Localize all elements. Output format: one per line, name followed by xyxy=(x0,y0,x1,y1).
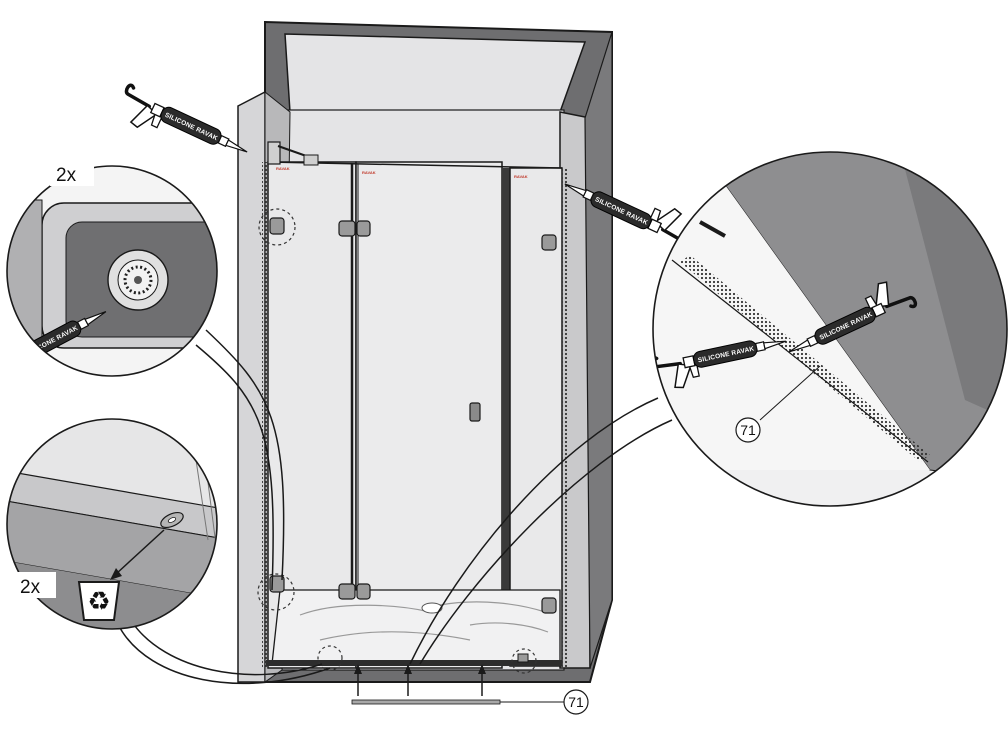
svg-text:♻: ♻ xyxy=(87,586,110,616)
count-label-bottom-left: 2x xyxy=(14,572,56,598)
shower-panels: RAVAK RAVAK RAVAK xyxy=(257,141,567,674)
detail-circle-right: SILICONE RAVAK SILICONE RAVAK xyxy=(652,151,1008,507)
svg-text:71: 71 xyxy=(568,694,584,710)
part-number-callout-bottom: 71 xyxy=(563,689,589,715)
caulking-gun-top-left: SILICONE RAVAK xyxy=(112,82,254,176)
detail-circle-bottom-left: ♻ xyxy=(6,418,218,630)
sealing-profile-71 xyxy=(351,664,564,705)
svg-text:71: 71 xyxy=(740,422,756,438)
part-number-callout-zoom: 71 xyxy=(735,417,761,443)
svg-text:RAVAK: RAVAK xyxy=(276,166,290,171)
recycle-bin-icon: ♻ xyxy=(77,581,121,621)
detail-circle-top-left: SILICONE RAVAK xyxy=(6,165,218,377)
detail-connectors xyxy=(119,329,673,685)
svg-text:RAVAK: RAVAK xyxy=(514,174,528,179)
svg-text:RAVAK: RAVAK xyxy=(362,170,376,175)
svg-text:2x: 2x xyxy=(56,165,77,186)
svg-text:2x: 2x xyxy=(20,577,41,598)
count-label-top-left: 2x xyxy=(50,160,94,186)
